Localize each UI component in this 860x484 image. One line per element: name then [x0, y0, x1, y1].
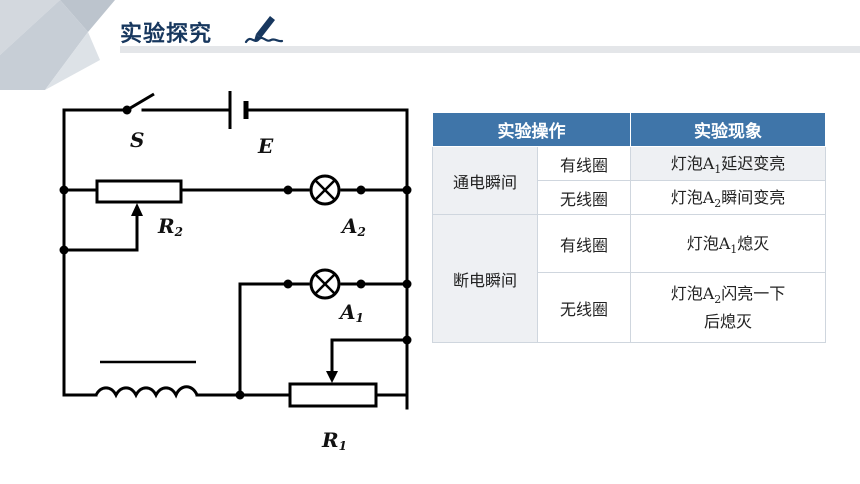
- operation-cell: 通电瞬间: [432, 146, 538, 215]
- lamp-a1: [309, 268, 341, 300]
- rheostat-r2: [95, 179, 183, 204]
- coil-cell: 无线圈: [537, 180, 631, 215]
- label-lamp-a2: A2: [342, 214, 366, 239]
- switch: [126, 92, 155, 112]
- page-title: 实验探究: [120, 22, 213, 47]
- experiment-table: 实验操作 实验现象 通电瞬间 有线圈 灯泡A1延迟变亮 无线圈 灯泡A2瞬间变亮…: [432, 112, 826, 343]
- circuit-diagram: [59, 91, 412, 410]
- junction-dot: [356, 185, 366, 195]
- junction-dot: [59, 245, 69, 255]
- switch-node: [122, 105, 132, 115]
- label-rheostat-r2: R2: [158, 214, 183, 239]
- junction-dot: [402, 185, 412, 195]
- junction-dot: [283, 185, 293, 195]
- phenomenon-cell: 灯泡A2瞬间变亮: [630, 180, 826, 215]
- label-rheostat-r1: R1: [322, 428, 347, 453]
- table-row: 通电瞬间 有线圈 灯泡A1延迟变亮: [432, 146, 826, 215]
- coil-cell: 有线圈: [537, 214, 631, 273]
- junction-dot: [59, 185, 69, 195]
- table-row: 断电瞬间 有线圈 灯泡A1熄灭: [432, 214, 826, 343]
- wire-r1-slider: [330, 338, 409, 377]
- corner-decoration: [0, 0, 115, 90]
- wire-bottom-right: [374, 338, 409, 397]
- header-rule: [120, 46, 860, 53]
- wire-top-right: [244, 108, 409, 410]
- header-phenomenon: 实验现象: [630, 112, 826, 147]
- phenomenon-cell: 灯泡A1熄灭: [630, 214, 826, 273]
- lamp-a2: [309, 174, 341, 206]
- r1-slider-arrow: [326, 371, 338, 383]
- pen-icon: [244, 16, 284, 44]
- junction-dot: [402, 279, 412, 289]
- junction-dot: [235, 390, 245, 400]
- inductor-coil: [94, 385, 199, 399]
- label-source-e: E: [258, 134, 274, 158]
- header-operation: 实验操作: [432, 112, 631, 147]
- label-lamp-a1: A1: [340, 300, 364, 325]
- coil-cell: 无线圈: [537, 272, 631, 343]
- phenomenon-cell: 灯泡A1延迟变亮: [630, 146, 826, 181]
- coil-cell: 有线圈: [537, 146, 631, 181]
- table-row: 无线圈 灯泡A2瞬间变亮: [433, 180, 826, 215]
- wire-a1-left: [238, 282, 310, 397]
- junction-dot: [402, 335, 412, 345]
- junction-dot: [283, 279, 293, 289]
- wire-left: [62, 188, 98, 397]
- table-row: 无线圈 灯泡A2闪亮一下后熄灭: [433, 272, 826, 343]
- table-header-row: 实验操作 实验现象: [432, 112, 826, 147]
- phenomenon-cell: 灯泡A2闪亮一下后熄灭: [630, 272, 826, 343]
- wire-r2-slider: [62, 208, 139, 252]
- label-switch-s: S: [130, 128, 145, 152]
- junction-dot: [356, 279, 366, 289]
- wire-top: [62, 108, 129, 192]
- operation-cell: 断电瞬间: [432, 214, 538, 343]
- r2-slider-arrow: [131, 203, 143, 216]
- rheostat-r1: [288, 382, 378, 408]
